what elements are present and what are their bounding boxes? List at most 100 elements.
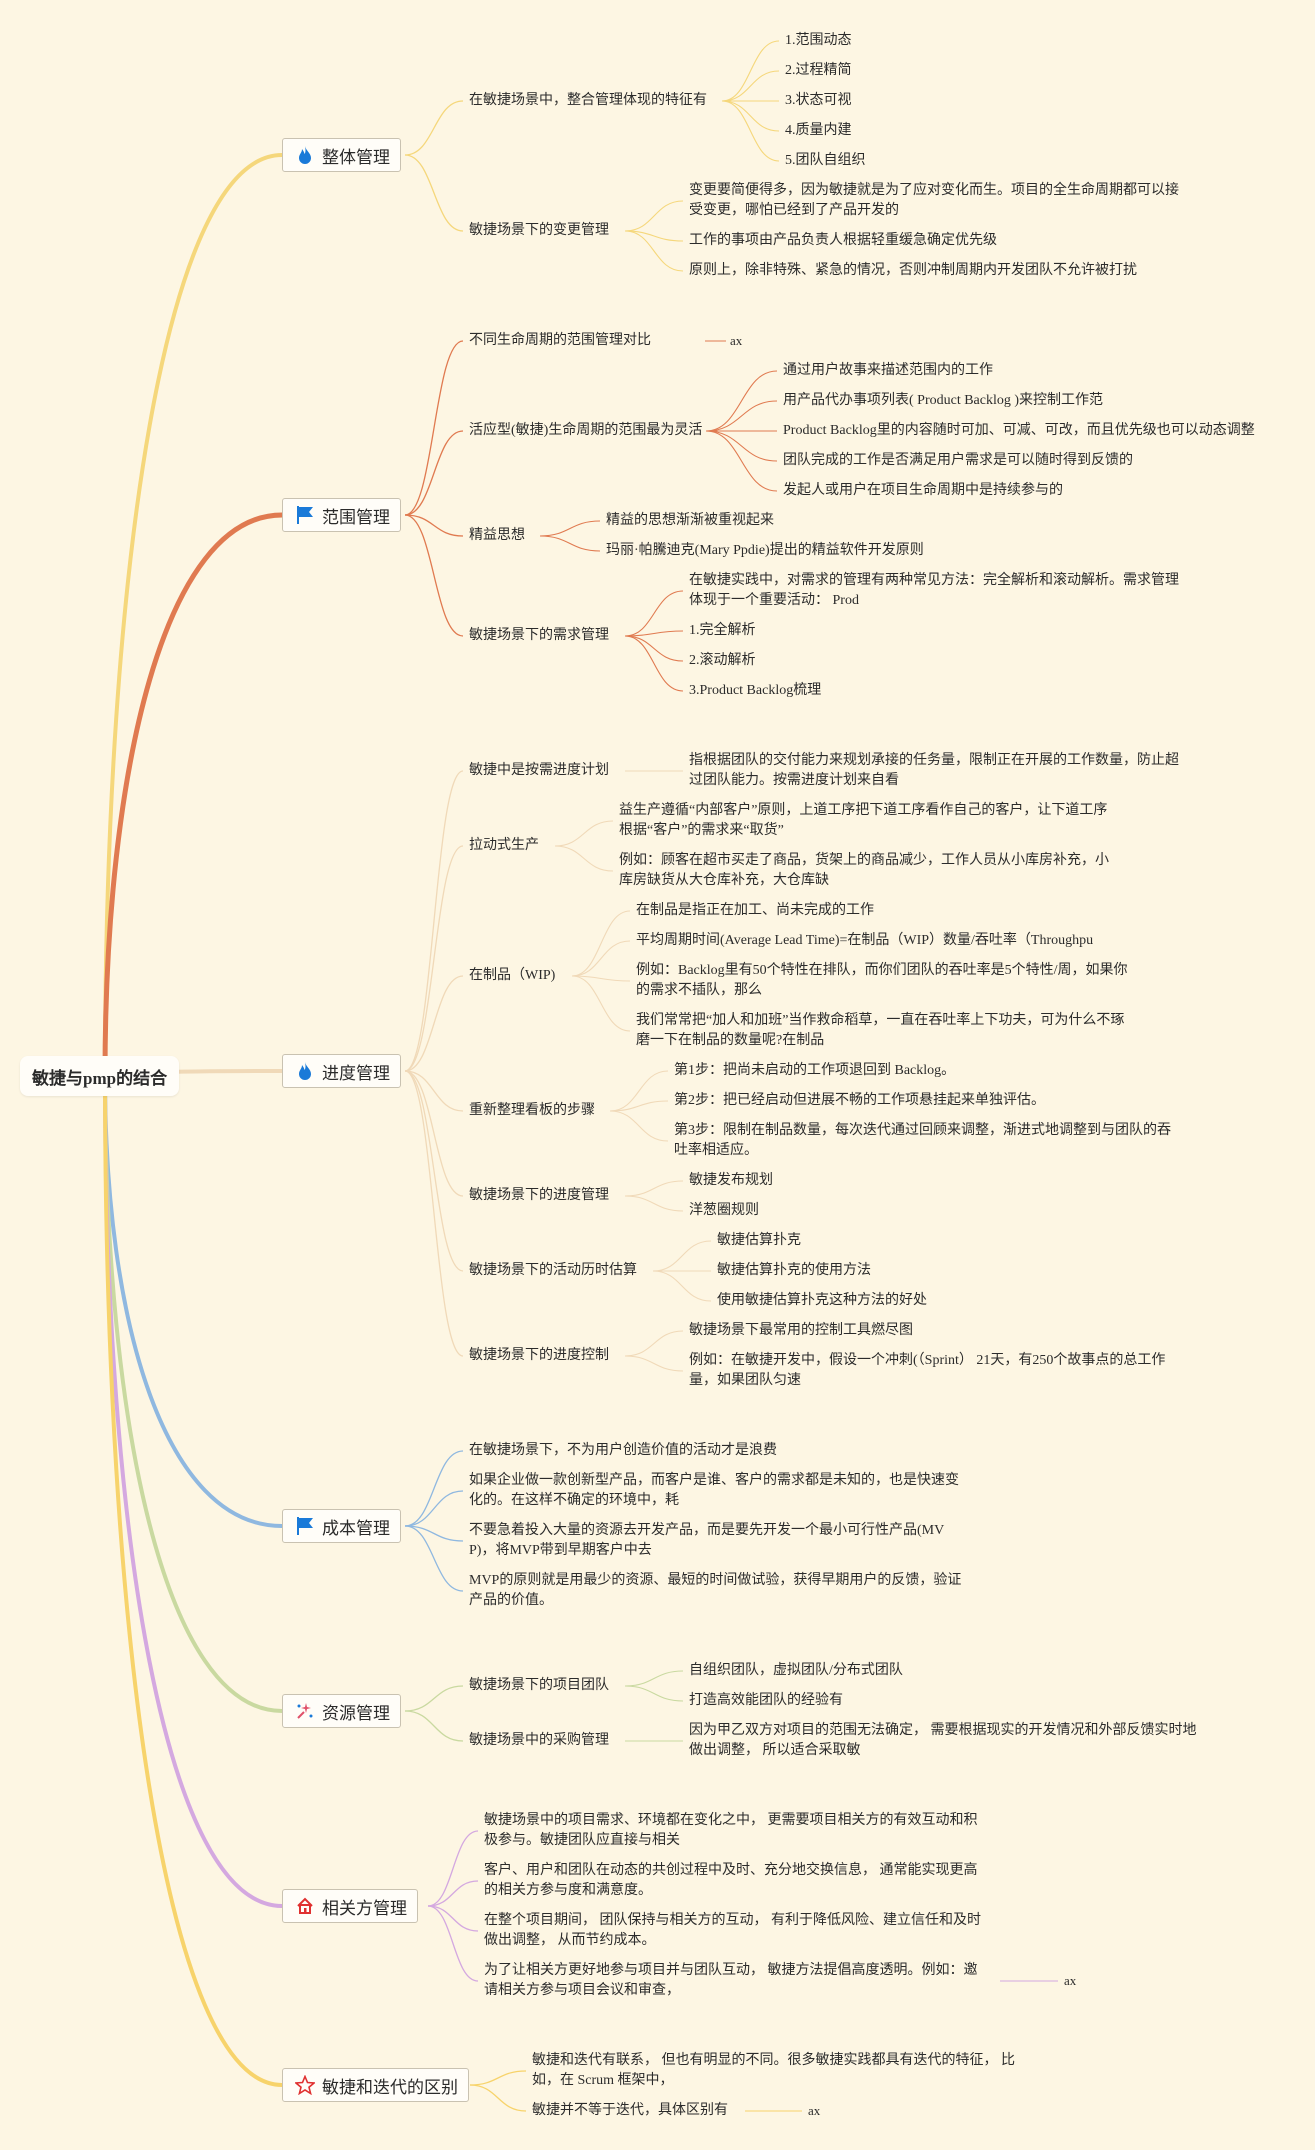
topic-connector [427,1905,479,1982]
subtopic-procurement-detail[interactable]: 因为甲乙双方对项目的范围无法确定， 需要根据现实的开发情况和外部反馈实时地做出调… [689,1723,1197,1758]
subtopic-step3[interactable]: 第3步：限制在制品数量，每次迭代通过回顾来调整，渐进式地调整到与团队的吞吐率相适… [674,1123,1171,1158]
subtopic-change-easier[interactable]: 变更要简便得多，因为敏捷就是为了应对变化而生。项目的全生命周期都可以接受变更，哪… [689,183,1179,218]
branch-stakeholder[interactable]: 相关方管理 [282,1889,418,1923]
subtopic-planning-poker[interactable]: 敏捷估算扑克 [717,1233,801,1248]
topic-co-creation[interactable]: 客户、用户和团队在动态的共创过程中及时、充分地交换信息， 通常能实现更高的相关方… [484,1863,978,1898]
topic-connector [404,1450,464,1527]
topic-connector [404,1490,464,1527]
subtopic-quality-builtin[interactable]: 4.质量内建 [785,123,852,138]
topic-mvp-first[interactable]: 不要急着投入大量的资源去开发产品，而是要先开发一个最小可行性产品(MVP)，将M… [469,1523,945,1558]
topic-interaction-benefits[interactable]: 在整个项目期间， 团队保持与相关方的互动， 有利于降低风险、建立信任和及时做出调… [484,1913,981,1948]
topic-innovation-product[interactable]: 如果企业做一款创新型产品，而客户是谁、客户的需求都是未知的，也是快速变化的。在这… [469,1473,959,1508]
subtopic-internal-customer[interactable]: 益生产遵循“内部客户”原则，上道工序把下道工序看作自己的客户，让下道工序根据“客… [619,803,1108,838]
subtopic-sprint-example[interactable]: 例如：在敏捷开发中，假设一个冲刺(（Sprint） 21天，有250个故事点的总… [689,1353,1166,1388]
topic-integration-features[interactable]: 在敏捷场景中，整合管理体现的特征有 [469,93,707,108]
branch-label: 范围管理 [322,507,390,527]
topic-connector [404,100,464,156]
topic-kanban-steps[interactable]: 重新整理看板的步骤 [469,1103,595,1118]
subtopic-supermarket-example[interactable]: 例如：顾客在超市买走了商品，货架上的商品减少，工作人员从小库房补充，小库房缺货从… [619,853,1109,888]
branch-connector [103,1075,283,2087]
branch-connector [103,1075,283,1528]
topic-mvp-principle[interactable]: MVP的原则就是用最少的资源、最短的时间做试验，获得早期用户的反馈，验证产品的价… [469,1573,962,1608]
branch-cost[interactable]: 成本管理 [282,1509,401,1543]
subtopic-overtime[interactable]: 我们常常把“加人和加班”当作救命稻草，一直在吞吐率上下功夫，可为什么不琢磨一下在… [636,1013,1125,1048]
subtopic-capacity-planning[interactable]: 指根据团队的交付能力来规划承接的任务量，限制正在开展的工作数量，防止超过团队能力… [689,753,1179,788]
topic-stakeholder-engagement[interactable]: 敏捷场景中的项目需求、环境都在变化之中， 更需要项目相关方的有效互动和积极参与。… [484,1813,978,1848]
subtopic-connector [721,100,780,162]
topic-connector [404,1525,464,1542]
subtopic-user-stories[interactable]: 通过用户故事来描述范围内的工作 [783,363,993,378]
subtopic-poker-benefits[interactable]: 使用敏捷估算扑克这种方法的好处 [717,1293,927,1308]
topic-on-demand-schedule[interactable]: 敏捷中是按需进度计划 [469,763,609,778]
subtopic-team-types[interactable]: 自组织团队，虚拟团队/分布式团队 [689,1663,903,1678]
subtopic-product-backlog[interactable]: 用产品代办事项列表( Product Backlog )来控制工作范 [783,393,1104,408]
topic-connector [404,1710,464,1742]
subtopic-step1[interactable]: 第1步：把尚未启动的工作项退回到 Backlog。 [674,1063,956,1078]
topic-agile-not-iterative[interactable]: 敏捷并不等于迭代，具体区别有 [532,2103,728,2118]
subtopic-status-visible[interactable]: 3.状态可视 [785,93,852,108]
topic-connector [404,975,464,1072]
topic-project-team[interactable]: 敏捷场景下的项目团队 [469,1678,609,1693]
subtopic-onion-rule[interactable]: 洋葱圈规则 [689,1203,759,1218]
topic-schedule-control[interactable]: 敏捷场景下的进度控制 [469,1348,609,1363]
ax-marker[interactable]: ax [1064,1973,1077,1988]
branch-label: 敏捷和迭代的区别 [322,2077,458,2097]
subtopic-burndown[interactable]: 敏捷场景下最常用的控制工具燃尽图 [689,1323,913,1338]
topic-lean-thinking[interactable]: 精益思想 [469,528,525,543]
subtopic-backlog-refinement[interactable]: 3.Product Backlog梳理 [689,683,822,698]
topic-wip[interactable]: 在制品（WIP) [469,968,556,983]
branch-agile-vs-iterative[interactable]: 敏捷和迭代的区别 [282,2068,469,2102]
ax-marker[interactable]: ax [730,333,743,348]
subtopic-step2[interactable]: 第2步：把已经启动但进展不畅的工作项悬挂起来单独评估。 [674,1093,1045,1108]
ax-marker[interactable]: ax [808,2103,821,2118]
fire-icon [295,1061,315,1081]
root-topic[interactable]: 敏捷与pmp的结合 [20,1056,180,1096]
topic-pull-production[interactable]: 拉动式生产 [469,838,539,853]
subtopic-scope-dynamic[interactable]: 1.范围动态 [785,33,852,48]
subtopic-wip-definition[interactable]: 在制品是指正在加工、尚未完成的工作 [636,903,874,918]
subtopic-feedback[interactable]: 团队完成的工作是否满足用户需求是可以随时得到反馈的 [783,453,1133,468]
subtopic-rolling-analysis[interactable]: 2.滚动解析 [689,653,756,668]
topic-lifecycle-scope-compare[interactable]: 不同生命周期的范围管理对比 [469,333,651,348]
subtopic-sponsor-involved[interactable]: 发起人或用户在项目生命周期中是持续参与的 [783,483,1063,498]
topic-transparency[interactable]: 为了让相关方更好地参与项目并与团队互动， 敏捷方法提倡高度透明。例如：邀请相关方… [484,1963,978,1998]
topic-requirements-management[interactable]: 敏捷场景下的需求管理 [469,628,609,643]
subtopic-poker-usage[interactable]: 敏捷估算扑克的使用方法 [717,1263,871,1278]
topic-duration-estimate[interactable]: 敏捷场景下的活动历时估算 [469,1263,637,1278]
topic-agile-iterative-relation[interactable]: 敏捷和迭代有联系， 但也有明显的不同。很多敏捷实践都具有迭代的特征， 比如，在 … [532,2053,1015,2088]
branch-schedule[interactable]: 进度管理 [282,1054,401,1088]
branch-integration[interactable]: 整体管理 [282,138,401,172]
home-icon [295,1896,315,1916]
topic-procurement[interactable]: 敏捷场景中的采购管理 [469,1733,609,1748]
subtopic-full-analysis[interactable]: 1.完全解析 [689,623,756,638]
topic-agile-schedule-mgmt[interactable]: 敏捷场景下的进度管理 [469,1188,609,1203]
topic-waste[interactable]: 在敏捷场景下，不为用户创造价值的活动才是浪费 [469,1443,777,1458]
branch-scope[interactable]: 范围管理 [282,498,401,532]
branch-connector [103,1075,283,1908]
subtopic-release-planning[interactable]: 敏捷发布规划 [689,1173,773,1188]
subtopic-no-interrupt[interactable]: 原则上，除非特殊、紧急的情况，否则冲制周期内开发团队不允许被打扰 [689,263,1137,278]
topic-connector [469,2070,527,2086]
subtopic-lean-valued[interactable]: 精益的思想渐渐被重视起来 [606,513,774,528]
subtopic-process-lean[interactable]: 2.过程精简 [785,63,852,78]
branch-label: 相关方管理 [322,1898,407,1918]
topic-change-management[interactable]: 敏捷场景下的变更管理 [469,223,609,238]
subtopic-lead-time[interactable]: 平均周期时间(Average Lead Time)=在制品（WIP）数量/吞吐率… [636,933,1094,948]
subtopic-self-organizing[interactable]: 5.团队自组织 [785,153,866,168]
subtopic-mary-poppendieck[interactable]: 玛丽·帕騰迪克(Mary Ppdie)提出的精益软件开发原则 [606,543,924,558]
topic-connector [404,154,464,232]
topic-connector [404,845,464,1072]
subtopic-priority[interactable]: 工作的事项由产品负责人根据轻重缓急确定优先级 [689,233,997,248]
topic-connector [469,2084,527,2112]
fire-icon [295,145,315,165]
topic-connector [404,430,464,516]
subtopic-two-methods[interactable]: 在敏捷实践中，对需求的管理有两种常见方法：完全解析和滚动解析。需求管理体现于一个… [689,573,1179,608]
topic-connector [404,514,464,537]
subtopic-backlog-dynamic[interactable]: Product Backlog里的内容随时可加、可减、可改，而且优先级也可以动态… [783,423,1255,438]
topic-adaptive-lifecycle[interactable]: 活应型(敏捷)生命周期的范围最为灵活 [469,423,703,438]
branch-resource[interactable]: 资源管理 [282,1694,401,1728]
subtopic-connector [721,40,780,102]
subtopic-high-performance[interactable]: 打造高效能团队的经验有 [689,1693,843,1708]
subtopic-backlog-example[interactable]: 例如：Backlog里有50个特性在排队，而你们团队的吞吐率是5个特性/周，如果… [636,963,1128,998]
